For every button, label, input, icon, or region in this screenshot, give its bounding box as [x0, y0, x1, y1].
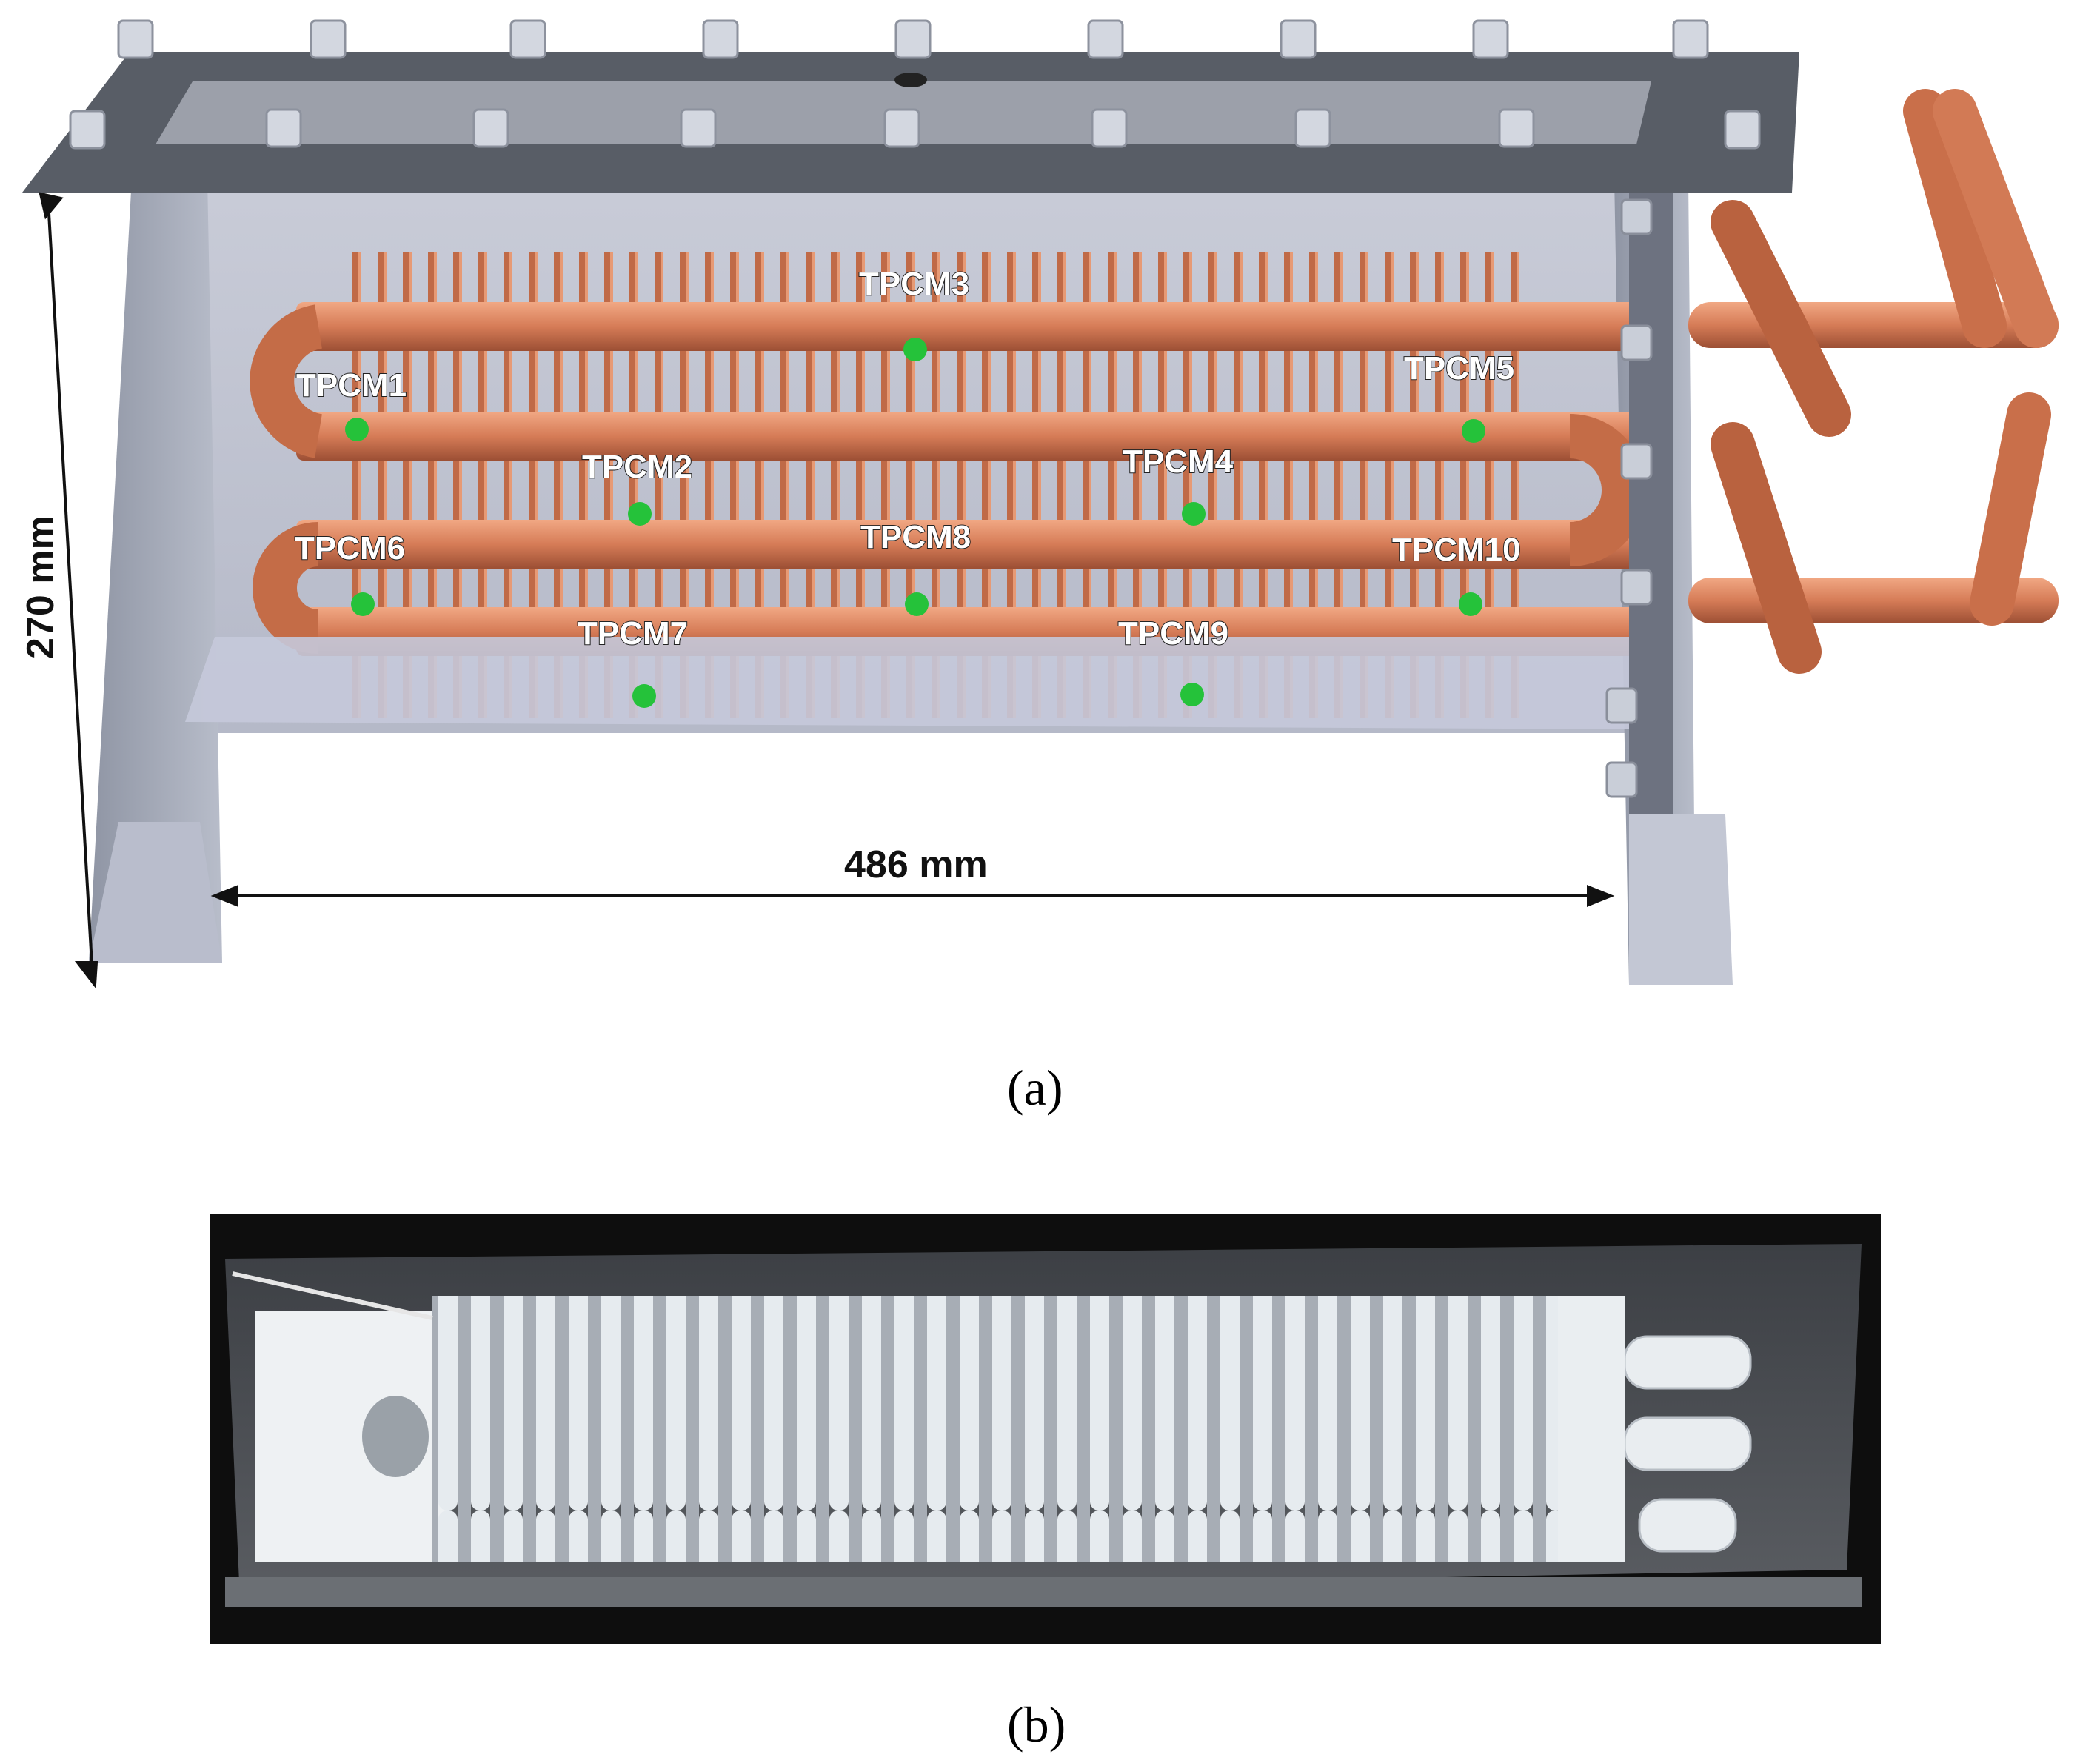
external-pipe-connections — [1688, 89, 2059, 674]
height-dimension-label: 270 mm — [19, 515, 62, 659]
sensor-label-tpcm7: TPCM7 — [578, 615, 688, 652]
sensor-label-tpcm2: TPCM2 — [582, 449, 692, 485]
sensor-label-tpcm5: TPCM5 — [1404, 350, 1514, 387]
pcm-photo — [210, 1214, 1881, 1644]
sensor-label-tpcm10: TPCM10 — [1392, 532, 1521, 568]
width-dimension-line — [210, 885, 1615, 907]
sensor-label-tpcm8: TPCM8 — [860, 519, 971, 555]
pcm-fins — [432, 1296, 1558, 1562]
height-dimension-line — [39, 192, 98, 989]
heat-exchanger-cad-diagram: TPCM1 TPCM2 TPCM3 TPCM4 TPCM5 TPCM6 TPCM… — [19, 19, 2059, 989]
tube-end-left — [362, 1396, 429, 1477]
pcm-block-right — [1558, 1296, 1625, 1562]
left-support-foot — [89, 822, 222, 963]
sensor-label-tpcm1: TPCM1 — [296, 367, 407, 404]
base-strip — [225, 1577, 1862, 1607]
tube-ends-right — [1623, 1335, 1752, 1553]
bottom-plate — [185, 637, 1651, 729]
caption-a: (a) — [1007, 1060, 1063, 1116]
sensor-label-tpcm9: TPCM9 — [1118, 615, 1228, 652]
sensor-label-tpcm6: TPCM6 — [295, 530, 405, 566]
caption-b: (b) — [1007, 1696, 1066, 1753]
lid-bolts — [69, 19, 1761, 150]
sensor-label-tpcm3: TPCM3 — [859, 266, 969, 302]
flange-bolts — [1605, 198, 1653, 798]
width-dimension-label: 486 mm — [844, 843, 988, 886]
right-support-foot — [1629, 814, 1733, 985]
sensor-markers — [345, 338, 1485, 708]
lid-port-hole — [894, 73, 927, 87]
sensor-label-tpcm4: TPCM4 — [1123, 444, 1234, 480]
wire — [232, 1271, 433, 1320]
left-support-wall — [89, 178, 222, 963]
